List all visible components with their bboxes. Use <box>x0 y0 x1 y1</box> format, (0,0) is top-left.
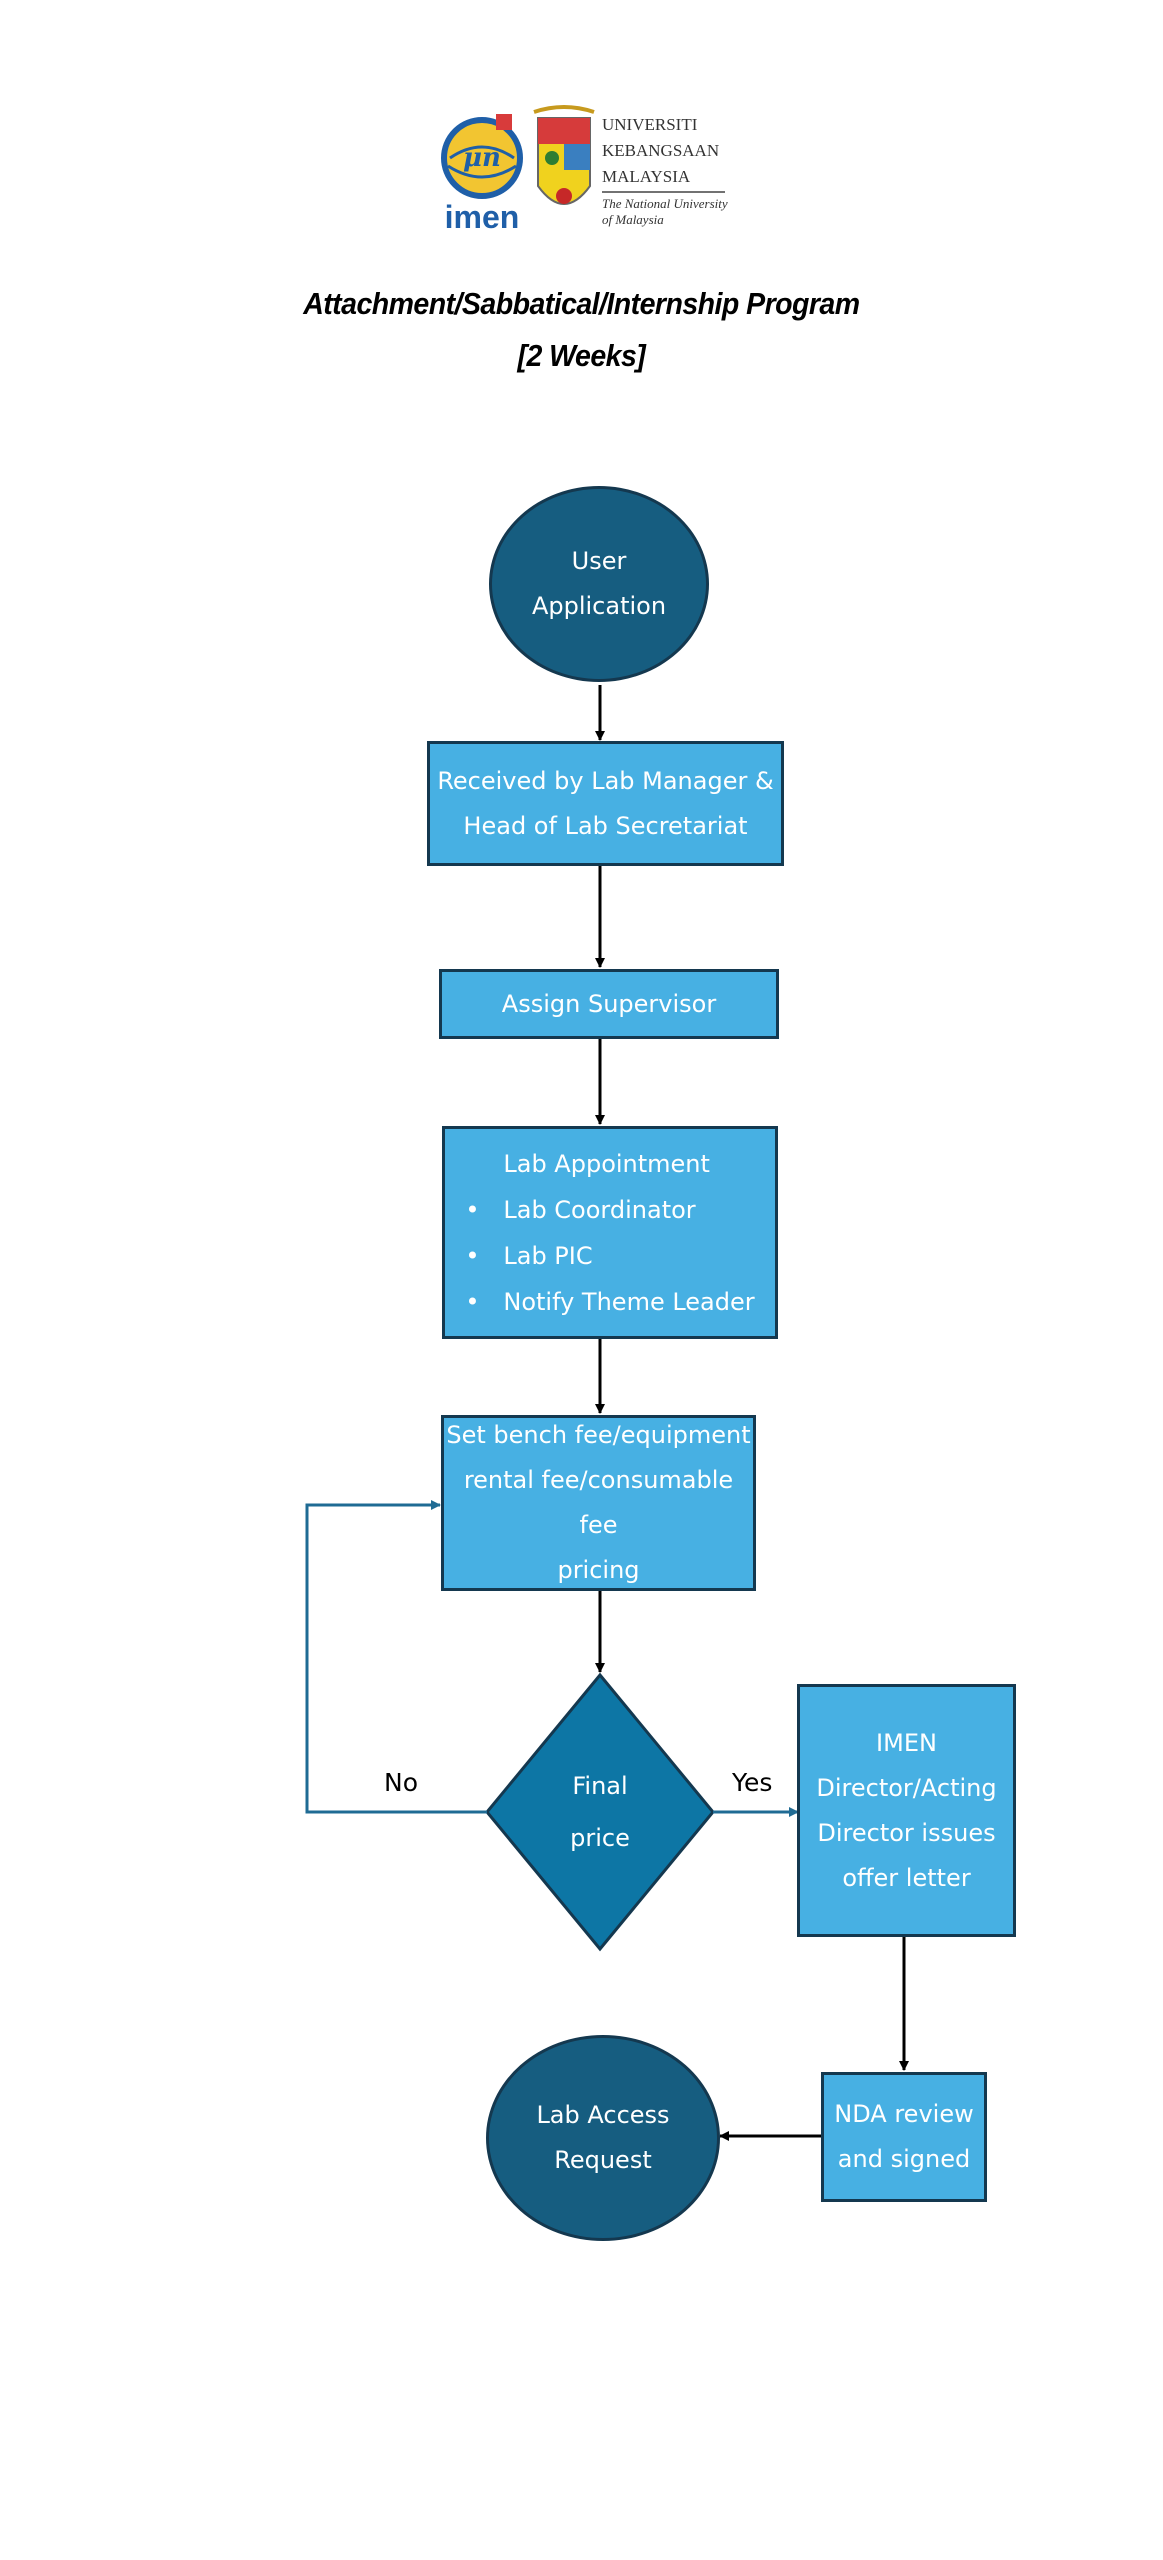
page-subtitle: [2 Weeks] <box>517 338 646 373</box>
ukm-line-2: KEBANGSAAN <box>602 141 719 160</box>
node-text-line: User <box>571 547 627 575</box>
ukm-wordmark: UNIVERSITI KEBANGSAAN MALAYSIA The Natio… <box>602 115 728 227</box>
node-text-line: Assign Supervisor <box>501 989 717 1018</box>
ukm-tagline-2: of Malaysia <box>602 212 664 227</box>
imen-logo: μn imen <box>441 114 523 235</box>
node-text-line: IMEN <box>876 1728 937 1757</box>
node-text-line: Final <box>572 1772 628 1800</box>
header-logos: μn imen UNIVERSITI KEBANGSAAN MALAYSIA T… <box>441 105 728 235</box>
node-assign-supervisor: Assign Supervisor <box>439 969 779 1039</box>
lab-appointment-list: Lab Appointment Lab Coordinator Lab PIC … <box>465 1141 754 1325</box>
node-imen-director: IMEN Director/Acting Director issues off… <box>797 1684 1016 1937</box>
node-text-line: price <box>570 1824 630 1852</box>
node-text-line: Director issues <box>817 1818 996 1847</box>
list-item: Lab Coordinator <box>465 1187 754 1233</box>
node-text-line: Director/Acting <box>816 1773 997 1802</box>
node-text-line: pricing <box>557 1556 640 1584</box>
node-text-line: rental fee/consumable fee <box>463 1466 734 1539</box>
node-text-line: Application <box>531 592 667 620</box>
ukm-tagline-1: The National University <box>602 196 728 211</box>
node-user-application: User Application <box>489 486 709 682</box>
node-nda: NDA review and signed <box>821 2072 987 2202</box>
node-text-line: offer letter <box>842 1863 971 1892</box>
decision-diamond <box>485 1672 715 1952</box>
node-lab-access: Lab Access Request <box>486 2035 720 2241</box>
list-item: Notify Theme Leader <box>465 1279 754 1325</box>
node-text-line: NDA review <box>834 2100 974 2128</box>
node-received: Received by Lab Manager & Head of Lab Se… <box>427 741 784 866</box>
node-set-fee: Set bench fee/equipment rental fee/consu… <box>441 1415 756 1591</box>
decision-final-price-label: Final price <box>510 1740 690 1884</box>
node-text-line: and signed <box>837 2145 971 2173</box>
arrow-no-loop <box>305 1500 487 1814</box>
ukm-line-3: MALAYSIA <box>602 167 691 186</box>
label-yes: Yes <box>732 1768 773 1797</box>
node-lab-appointment: Lab Appointment Lab Coordinator Lab PIC … <box>442 1126 778 1339</box>
imen-logo-text: imen <box>445 199 520 235</box>
ukm-crest <box>533 105 595 205</box>
ukm-line-1: UNIVERSITI <box>602 115 698 134</box>
node-text-line: Set bench fee/equipment <box>446 1421 751 1449</box>
node-text-line: Lab Access <box>536 2101 670 2129</box>
imen-emblem-text: μn <box>463 143 501 173</box>
page-title: Attachment/Sabbatical/Internship Program <box>303 286 860 321</box>
node-text-line: Head of Lab Secretariat <box>463 811 748 840</box>
lab-appointment-heading: Lab Appointment <box>503 1149 710 1178</box>
node-text-line: Request <box>554 2146 652 2174</box>
node-text-line: Received by Lab Manager & <box>437 766 774 795</box>
label-no: No <box>384 1768 418 1797</box>
list-item: Lab PIC <box>465 1233 754 1279</box>
